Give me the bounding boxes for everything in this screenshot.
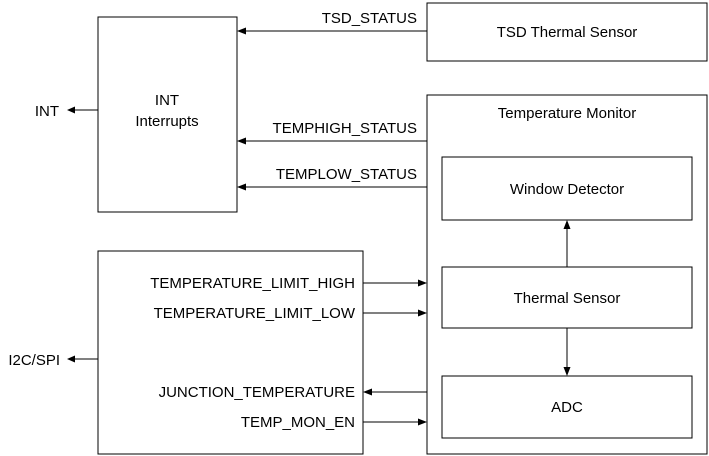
- templow-status-arrowhead: [237, 183, 246, 191]
- tsd-thermal-sensor-block: [426, 2, 708, 62]
- temperature-limit-low-label: TEMPERATURE_LIMIT_LOW: [154, 305, 356, 322]
- temp-mon-en-label: TEMP_MON_EN: [241, 414, 355, 431]
- temphigh-status-arrowhead: [237, 137, 246, 145]
- thermal-sensor-block: [441, 266, 693, 329]
- adc-label: ADC: [551, 399, 583, 416]
- int-interrupts-block: [97, 16, 238, 213]
- i2c-spi-arrowhead: [67, 355, 75, 363]
- temp-mon-en-arrowhead: [418, 418, 427, 426]
- i2c-spi-label: I2C/SPI: [8, 352, 60, 369]
- register-block: [97, 250, 364, 455]
- int-output-arrowhead: [67, 106, 75, 114]
- thermal-to-window-arrowhead: [563, 220, 571, 229]
- tsd-status-label: TSD_STATUS: [322, 10, 417, 27]
- window-detector-block: [441, 156, 693, 221]
- thermal-to-adc-arrowhead: [563, 367, 571, 376]
- junction-temperature-arrowhead: [363, 388, 372, 396]
- adc-block: [441, 375, 693, 439]
- window-detector-label: Window Detector: [510, 181, 624, 198]
- temperature-limit-low-arrowhead: [418, 309, 427, 317]
- temphigh-status-label: TEMPHIGH_STATUS: [273, 120, 417, 137]
- tsd-status-arrowhead: [237, 27, 246, 35]
- thermal-sensor-label: Thermal Sensor: [514, 290, 621, 307]
- temperature-monitor-title: Temperature Monitor: [498, 105, 636, 122]
- junction-temperature-label: JUNCTION_TEMPERATURE: [159, 384, 355, 401]
- int-block-subtitle: Interrupts: [135, 113, 198, 130]
- temperature-limit-high-label: TEMPERATURE_LIMIT_HIGH: [150, 275, 355, 292]
- int-output-label: INT: [35, 103, 59, 120]
- temperature-limit-high-arrowhead: [418, 279, 427, 287]
- templow-status-label: TEMPLOW_STATUS: [276, 166, 417, 183]
- tsd-sensor-label: TSD Thermal Sensor: [497, 24, 638, 41]
- int-block-title: INT: [155, 92, 179, 109]
